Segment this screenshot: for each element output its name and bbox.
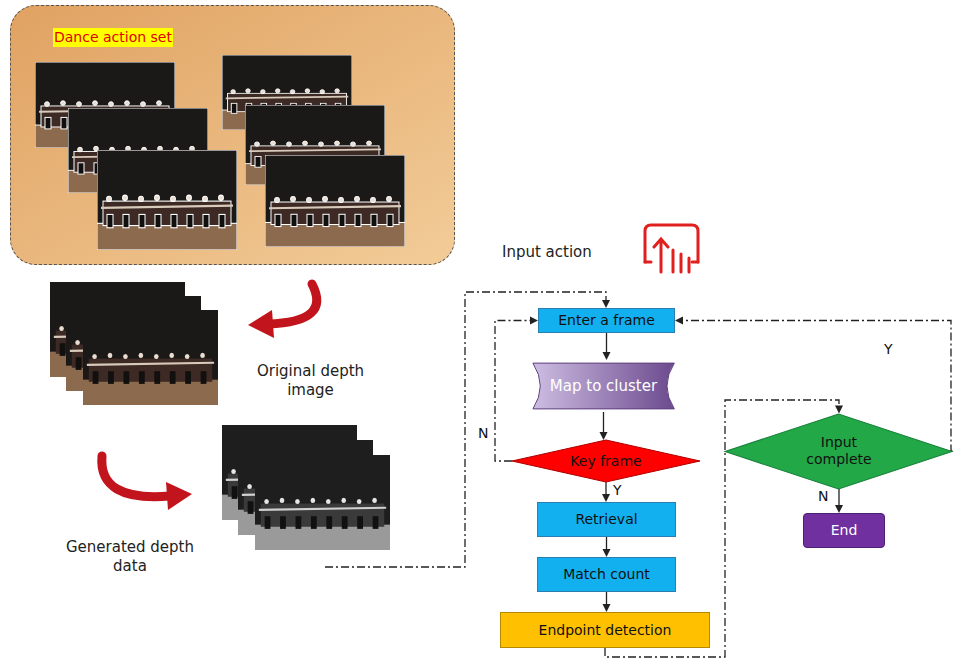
diamond-outline [512,440,700,482]
flow-connector [602,482,610,502]
node-label: Input complete [794,434,884,468]
flow-connector [495,317,538,462]
edge-label: Y [884,341,893,358]
connector-line [606,333,607,353]
process-box: Retrieval [537,502,676,537]
node-label: Endpoint detection [539,622,672,639]
depth-image-stack [50,282,218,405]
panel-title: Dance action set [53,28,173,47]
process-box: End [803,513,885,548]
curved-arrow [102,456,192,510]
arrow-head [835,406,843,414]
tape-box: Map to cluster [530,360,677,412]
depth-data-stack [222,425,390,550]
node-label: Retrieval [575,511,637,528]
process-box: Endpoint detection [500,612,710,648]
arrow-head [603,549,611,557]
input-icon [645,225,698,272]
node-label: Match count [563,566,650,583]
connector-line [603,412,604,433]
arrow-head [599,432,607,440]
panel-fill [10,5,455,265]
edge-label: Y [613,482,622,499]
connector-line [605,482,606,495]
caption-label: Input action [502,243,592,262]
flow-connector [603,592,611,612]
flow-connector [603,333,611,360]
process-box: Enter a frame [538,308,675,333]
tape-outline [533,363,674,409]
flow-connector [835,488,843,513]
node-label: Map to cluster [550,378,657,395]
node-label: Enter a frame [558,312,655,329]
arrow-head [603,604,611,612]
connector-line [838,488,839,506]
decision-diamond: Input complete [725,414,952,489]
curved-arrow [248,284,317,338]
connector-line [495,321,531,462]
decision-diamond: Key frame [512,440,700,482]
caption-label: Original depth image [243,362,378,400]
arrow-head [835,505,843,513]
node-label: Key frame [570,453,641,470]
dance-photos [35,55,405,250]
flow-connector [603,537,611,557]
edge-label: N [478,425,488,442]
arrow-head [602,494,610,502]
process-box: Match count [537,557,676,592]
arrow-head [530,317,538,325]
connector-line [606,537,607,550]
caption-label: Generated depth data [60,538,200,576]
diamond-outline [725,414,952,489]
edge-label: N [818,488,828,505]
arrow-head [603,352,611,360]
connector-line [606,592,607,605]
arrow-head [675,317,683,325]
node-label: End [831,522,858,539]
flow-connector [599,412,607,440]
group-panel: Dance action set [10,5,455,265]
